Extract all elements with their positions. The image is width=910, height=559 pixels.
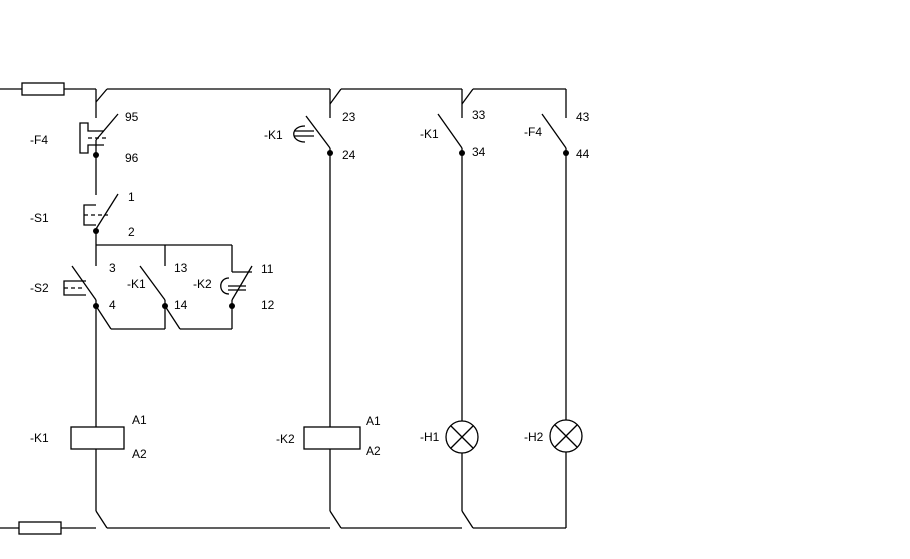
s1-label: -S1	[30, 211, 49, 225]
bottom-supply-rail	[0, 452, 567, 535]
f4-aux-label: -F4	[524, 125, 542, 139]
f4-label: -F4	[30, 133, 48, 147]
f4-terminal-96: 96	[125, 151, 139, 165]
k1-terminal-34: 34	[472, 145, 486, 159]
k1-terminal-24: 24	[342, 148, 356, 162]
k1-timed-label: -K1	[264, 128, 283, 142]
f4-overload-contact: -F4 95 96	[30, 102, 139, 170]
top-supply-rail	[0, 82, 567, 105]
k1-timed-contact: -K1 23 24	[264, 104, 356, 162]
k2-coil-a1: A1	[366, 414, 381, 428]
k1-holding-label: -K1	[127, 277, 146, 291]
f4-terminal-44: 44	[576, 147, 590, 161]
s2-label: -S2	[30, 281, 49, 295]
s1-stop-button: -S1 1 2	[30, 170, 135, 239]
h2-label: -H2	[524, 430, 544, 444]
bottom-fuse	[18, 521, 62, 535]
k1-aux-contact: -K1 33 34	[420, 104, 486, 159]
parallel-return-wiring	[95, 305, 233, 427]
k1-coil-a1: A1	[132, 413, 147, 427]
s2-terminal-4: 4	[109, 298, 116, 312]
h1-label: -H1	[420, 430, 440, 444]
k2-coil: -K2 A1 A2	[276, 153, 381, 511]
k1-terminal-33: 33	[472, 108, 486, 122]
k2-terminal-12: 12	[261, 298, 275, 312]
top-fuse	[21, 82, 65, 96]
k2-terminal-11: 11	[261, 262, 274, 276]
s2-start-button: -S2 3 4	[30, 231, 232, 312]
k2-coil-a2: A2	[366, 444, 381, 458]
k2-interlock-label: -K2	[193, 277, 212, 291]
s1-terminal-1: 1	[128, 190, 135, 204]
k1-aux-label: -K1	[420, 127, 439, 141]
k1-terminal-14: 14	[174, 298, 188, 312]
h2-lamp: -H2	[524, 153, 583, 453]
h1-lamp: -H1	[420, 153, 479, 511]
s2-terminal-3: 3	[109, 261, 116, 275]
s1-terminal-2: 2	[128, 225, 135, 239]
k1-terminal-13: 13	[174, 261, 188, 275]
k2-coil-label: -K2	[276, 432, 295, 446]
f4-aux-contact: -F4 43 44	[524, 104, 590, 161]
k1-coil: -K1 A1 A2	[30, 413, 147, 511]
f4-terminal-43: 43	[576, 110, 590, 124]
k1-coil-label: -K1	[30, 431, 49, 445]
k2-interlock-contact: -K2 11 12	[193, 245, 275, 312]
k1-coil-a2: A2	[132, 447, 147, 461]
f4-terminal-95: 95	[125, 110, 139, 124]
k1-terminal-23: 23	[342, 110, 356, 124]
k1-holding-contact: -K1 13 14	[127, 245, 188, 312]
